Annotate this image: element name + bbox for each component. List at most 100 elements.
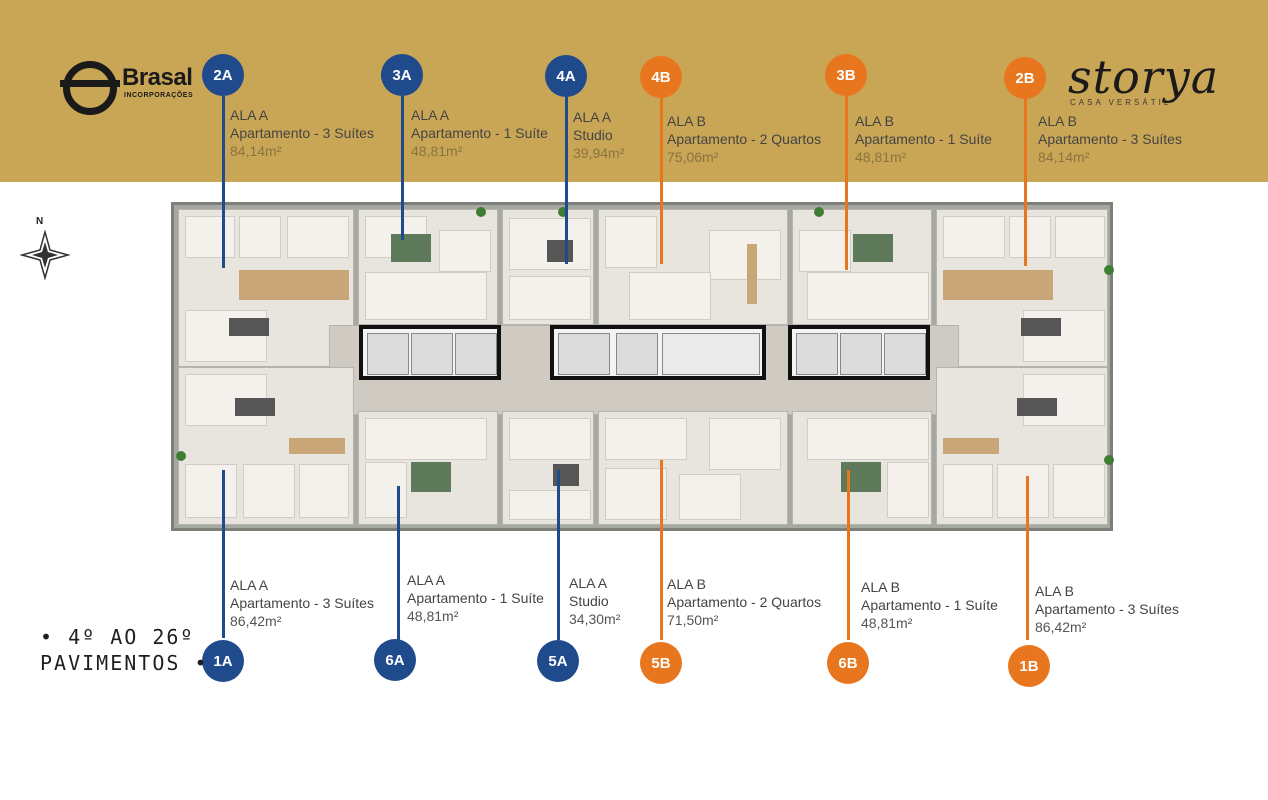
unit-type: Apartamento - 3 Suítes (1035, 601, 1179, 617)
unit-area: 75,06m² (667, 149, 719, 165)
unit-badge-2b: 2B (1004, 57, 1046, 99)
unit-type: Apartamento - 2 Quartos (667, 594, 822, 610)
unit-info-2a: ALA A Apartamento - 3 Suítes 84,14m² (230, 106, 374, 160)
unit-badge-4a: 4A (545, 55, 587, 97)
line-1b (1026, 476, 1029, 640)
unit-area: 48,81m² (861, 615, 913, 631)
line-4b (660, 96, 663, 264)
unit-plan-3b (792, 209, 932, 325)
floors-label: • 4º AO 26º PAVIMENTOS • (40, 624, 209, 676)
floors-label-line1: • 4º AO 26º (40, 625, 195, 649)
unit-badge-1b: 1B (1008, 645, 1050, 687)
unit-info-5a: ALA A Studio 34,30m² (569, 574, 620, 628)
unit-badge-1a: 1A (202, 640, 244, 682)
unit-info-5b: ALA B Apartamento - 2 Quartos 71,50m² (667, 575, 821, 629)
unit-area: 48,81m² (411, 143, 463, 159)
unit-plan-6b (792, 411, 932, 525)
unit-wing: ALA A (230, 107, 269, 123)
unit-type: Apartamento - 1 Suíte (861, 597, 998, 613)
compass-star-icon (20, 230, 70, 280)
unit-wing: ALA B (855, 113, 894, 129)
floors-label-line2: PAVIMENTOS • (40, 651, 209, 675)
elevator-core-a (359, 325, 501, 380)
line-4a (565, 96, 568, 264)
stair-core (550, 325, 766, 380)
line-5b (660, 460, 663, 640)
line-3b (845, 96, 848, 270)
unit-area: 71,50m² (667, 612, 719, 628)
unit-wing: ALA B (667, 576, 706, 592)
unit-badge-5a: 5A (537, 640, 579, 682)
unit-area: 48,81m² (407, 608, 459, 624)
brasal-logo: Brasal INCORPORAÇÕES (60, 58, 210, 115)
unit-wing: ALA A (573, 109, 612, 125)
unit-badge-5b: 5B (640, 642, 682, 684)
unit-area: 34,30m² (569, 611, 621, 627)
unit-plan-2a (178, 209, 354, 367)
unit-info-3a: ALA A Apartamento - 1 Suíte 48,81m² (411, 106, 548, 160)
unit-type: Studio (569, 593, 609, 609)
unit-plan-3a (358, 209, 498, 325)
line-2b (1024, 96, 1027, 266)
storya-logo-name: storya (1068, 50, 1220, 104)
unit-area: 84,14m² (1038, 149, 1090, 165)
unit-badge-2a: 2A (202, 54, 244, 96)
unit-area: 86,42m² (1035, 619, 1087, 635)
unit-plan-4a (502, 209, 594, 325)
unit-plan-1a (178, 367, 354, 525)
unit-badge-6a: 6A (374, 639, 416, 681)
unit-area: 39,94m² (573, 145, 625, 161)
unit-type: Apartamento - 3 Suítes (1038, 131, 1182, 147)
brasal-logo-subtitle: INCORPORAÇÕES (124, 92, 194, 99)
unit-type: Apartamento - 3 Suítes (230, 595, 374, 611)
unit-badge-4b: 4B (640, 56, 682, 98)
compass-rose: N (20, 216, 70, 280)
storya-logo-subtitle: CASA VERSÁTIL (1070, 98, 1172, 107)
unit-type: Apartamento - 1 Suíte (855, 131, 992, 147)
brasal-logo-name: Brasal (122, 64, 193, 91)
logo-ring-icon (63, 61, 117, 115)
unit-area: 48,81m² (855, 149, 907, 165)
unit-wing: ALA B (1038, 113, 1077, 129)
unit-type: Apartamento - 1 Suíte (411, 125, 548, 141)
unit-wing: ALA B (861, 579, 900, 595)
unit-info-4b: ALA B Apartamento - 2 Quartos 75,06m² (667, 112, 821, 166)
unit-plan-1b (936, 367, 1108, 525)
logo-bar-icon (60, 80, 120, 87)
unit-wing: ALA A (411, 107, 450, 123)
unit-info-1b: ALA B Apartamento - 3 Suítes 86,42m² (1035, 582, 1179, 636)
storya-logo: storya CASA VERSÁTIL (1056, 50, 1246, 120)
unit-plan-5a (502, 411, 594, 525)
unit-wing: ALA B (667, 113, 706, 129)
compass-north-label: N (36, 216, 44, 227)
unit-type: Apartamento - 2 Quartos (667, 131, 822, 147)
line-2a (222, 96, 225, 268)
unit-info-6b: ALA B Apartamento - 1 Suíte 48,81m² (861, 578, 998, 632)
elevator-core-b (788, 325, 930, 380)
line-1a (222, 470, 225, 638)
line-3a (401, 96, 404, 240)
unit-wing: ALA A (230, 577, 269, 593)
unit-badge-3a: 3A (381, 54, 423, 96)
unit-plan-2b (936, 209, 1108, 367)
unit-wing: ALA A (407, 572, 446, 588)
unit-area: 84,14m² (230, 143, 282, 159)
unit-info-6a: ALA A Apartamento - 1 Suíte 48,81m² (407, 571, 544, 625)
unit-type: Apartamento - 1 Suíte (407, 590, 544, 606)
unit-wing: ALA A (569, 575, 608, 591)
unit-plan-4b (598, 209, 788, 325)
unit-badge-6b: 6B (827, 642, 869, 684)
unit-type: Apartamento - 3 Suítes (230, 125, 374, 141)
unit-area: 86,42m² (230, 613, 282, 629)
line-6b (847, 470, 850, 640)
line-6a (397, 486, 400, 642)
unit-info-3b: ALA B Apartamento - 1 Suíte 48,81m² (855, 112, 992, 166)
unit-wing: ALA B (1035, 583, 1074, 599)
unit-info-2b: ALA B Apartamento - 3 Suítes 84,14m² (1038, 112, 1182, 166)
line-5a (557, 470, 560, 640)
unit-type: Studio (573, 127, 613, 143)
unit-plan-5b (598, 411, 788, 525)
unit-badge-3b: 3B (825, 54, 867, 96)
unit-plan-6a (358, 411, 498, 525)
unit-info-1a: ALA A Apartamento - 3 Suítes 86,42m² (230, 576, 374, 630)
